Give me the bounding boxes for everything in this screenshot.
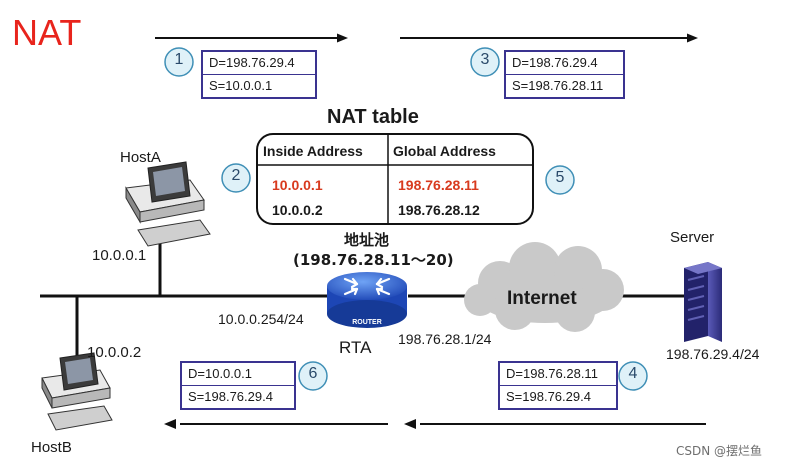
server-label: Server (670, 229, 715, 246)
step-number-4: 4 (628, 365, 638, 382)
nat-header-inside: Inside Address (263, 143, 363, 159)
nat-row-2-global: 198.76.28.12 (398, 202, 480, 218)
step-badge-6 (298, 361, 328, 391)
router-badge: ROUTER (352, 319, 382, 326)
flow-arrow-out-2 (400, 33, 698, 43)
step-badge-2 (221, 163, 251, 193)
server-ip: 198.76.29.4/24 (666, 346, 760, 362)
nat-row-1-inside: 10.0.0.1 (272, 177, 323, 193)
step-badge-5 (545, 165, 575, 195)
packet-4-src: S=198.76.29.4 (500, 385, 616, 408)
hosta-ip: 10.0.0.1 (92, 247, 147, 264)
address-pool-range: (198.76.28.11～20) (293, 251, 454, 269)
address-pool-label: 地址池 (344, 231, 390, 249)
packet-box-4: D=198.76.28.11 S=198.76.29.4 (498, 361, 618, 410)
nat-table-box (256, 133, 534, 225)
packet-3-src: S=198.76.28.11 (506, 74, 623, 97)
hosta-label: HostA (120, 149, 161, 166)
packet-4-dst: D=198.76.28.11 (506, 366, 598, 381)
packet-box-3: D=198.76.29.4 S=198.76.28.11 (504, 50, 625, 99)
flow-arrow-out-1 (155, 33, 348, 43)
internet-label: Internet (507, 288, 577, 309)
hostb-desktop-computer-icon (41, 352, 113, 431)
diagram-title: NAT (12, 12, 82, 53)
server-tower-icon (684, 262, 722, 342)
packet-6-dst: D=10.0.0.1 (188, 366, 252, 381)
step-number-1: 1 (174, 51, 184, 68)
step-number-6: 6 (308, 365, 318, 382)
nat-row-2-inside: 10.0.0.2 (272, 202, 323, 218)
step-badge-4 (618, 361, 648, 391)
flow-arrow-back-1 (164, 419, 388, 429)
router-outside-ip: 198.76.28.1/24 (398, 331, 492, 347)
packet-box-1: D=198.76.29.4 S=10.0.0.1 (201, 50, 317, 99)
router-icon (327, 272, 407, 328)
step-badge-3 (470, 47, 500, 77)
nat-table-title: NAT table (327, 106, 419, 128)
hostb-label: HostB (31, 439, 72, 456)
step-number-2: 2 (231, 167, 241, 184)
flow-arrow-back-2 (404, 419, 706, 429)
nat-row-1-global: 198.76.28.11 (398, 177, 479, 193)
hostb-ip: 10.0.0.2 (87, 344, 142, 361)
router-inside-ip: 10.0.0.254/24 (218, 311, 304, 327)
packet-1-src: S=10.0.0.1 (203, 74, 315, 97)
internet-cloud-icon (464, 242, 624, 332)
step-number-3: 3 (480, 51, 490, 68)
step-badge-1 (164, 47, 194, 77)
packet-1-dst: D=198.76.29.4 (209, 55, 295, 70)
watermark: CSDN @摆烂鱼 (676, 444, 763, 458)
hosta-desktop-computer-icon (125, 161, 211, 247)
step-number-5: 5 (555, 169, 565, 186)
packet-box-6: D=10.0.0.1 S=198.76.29.4 (180, 361, 296, 410)
packet-3-dst: D=198.76.29.4 (512, 55, 598, 70)
nat-header-global: Global Address (393, 143, 496, 159)
packet-6-src: S=198.76.29.4 (182, 385, 294, 408)
router-name: RTA (339, 338, 372, 357)
